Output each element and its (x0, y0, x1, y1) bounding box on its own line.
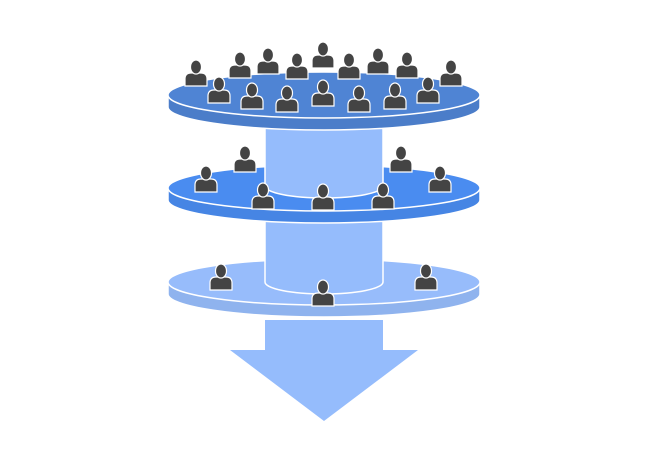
person-head (261, 47, 275, 63)
person-icon (207, 76, 231, 104)
person-head (444, 59, 458, 75)
person-icon (228, 51, 252, 79)
person-icon (395, 51, 419, 79)
person-icon (389, 145, 413, 173)
person-body (414, 276, 438, 291)
person-head (400, 51, 414, 67)
person-body (383, 95, 407, 110)
person-head (419, 263, 433, 279)
person-head (199, 165, 213, 181)
person-body (395, 64, 419, 79)
person-head (316, 183, 330, 199)
person-head (316, 279, 330, 295)
person-head (280, 85, 294, 101)
person-head (342, 52, 356, 68)
person-head (352, 85, 366, 101)
person-body (228, 64, 252, 79)
person-icon (240, 82, 264, 110)
person-head (238, 145, 252, 161)
person-icon (383, 82, 407, 110)
person-head (371, 47, 385, 63)
person-icon (311, 79, 335, 107)
person-body (439, 72, 463, 87)
person-icon (337, 52, 361, 80)
person-body (311, 292, 335, 307)
person-head (421, 76, 435, 92)
person-body (275, 98, 299, 113)
person-head (376, 182, 390, 198)
person-body (233, 158, 257, 173)
person-icon (256, 47, 280, 75)
person-head (394, 145, 408, 161)
person-icon (347, 85, 371, 113)
person-body (209, 276, 233, 291)
person-head (316, 41, 330, 57)
person-body (311, 92, 335, 107)
person-body (251, 195, 275, 210)
person-icon (428, 165, 452, 193)
person-head (433, 165, 447, 181)
person-body (347, 98, 371, 113)
person-body (366, 60, 390, 75)
person-icon (311, 41, 335, 69)
person-body (240, 95, 264, 110)
person-icon (439, 59, 463, 87)
person-icon (285, 52, 309, 80)
person-head (290, 52, 304, 68)
person-head (233, 51, 247, 67)
person-body (207, 89, 231, 104)
person-body (311, 54, 335, 69)
person-body (311, 196, 335, 211)
person-icon (366, 47, 390, 75)
person-icon (311, 279, 335, 307)
person-body (184, 72, 208, 87)
person-body (389, 158, 413, 173)
person-icon (416, 76, 440, 104)
person-body (371, 195, 395, 210)
tier-bottom-people (209, 263, 438, 307)
tier-top-people (184, 41, 463, 113)
tier-middle-people (194, 145, 452, 211)
person-icon (275, 85, 299, 113)
person-body (337, 65, 361, 80)
person-body (416, 89, 440, 104)
person-head (212, 76, 226, 92)
person-head (214, 263, 228, 279)
person-body (428, 178, 452, 193)
arrow-shape (230, 320, 418, 421)
person-icon (251, 182, 275, 210)
person-body (285, 65, 309, 80)
person-head (316, 79, 330, 95)
person-icon (311, 183, 335, 211)
person-icon (184, 59, 208, 87)
person-icon (414, 263, 438, 291)
person-head (256, 182, 270, 198)
person-head (189, 59, 203, 75)
down-arrow (230, 320, 418, 421)
person-icon (194, 165, 218, 193)
person-icon (371, 182, 395, 210)
person-body (194, 178, 218, 193)
person-icon (209, 263, 233, 291)
person-head (388, 82, 402, 98)
person-body (256, 60, 280, 75)
person-head (245, 82, 259, 98)
person-icon (233, 145, 257, 173)
